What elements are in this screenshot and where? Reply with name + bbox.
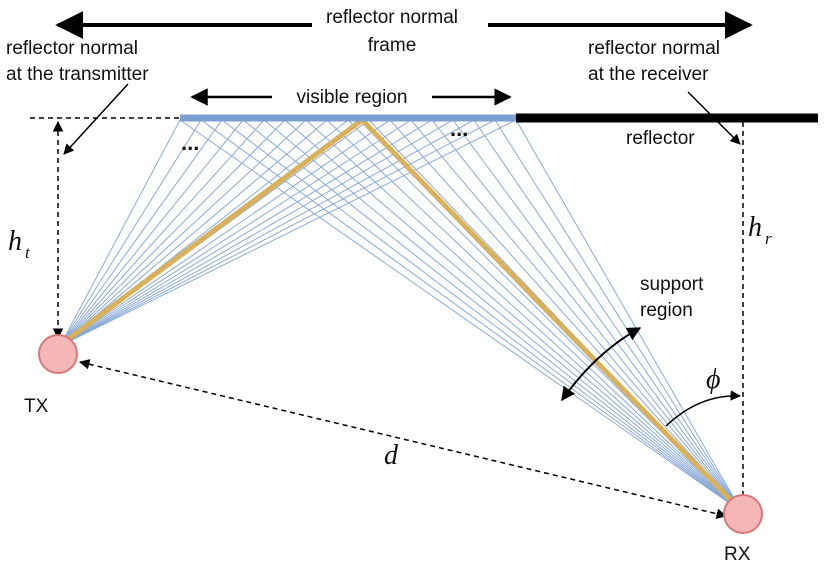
hr-symbol: h: [748, 212, 762, 243]
distance-symbol: d: [384, 440, 399, 471]
incident-ray: [59, 119, 433, 347]
reflector-label: reflector: [626, 128, 695, 149]
support-label-line1: support: [640, 274, 704, 295]
dots-right: ...: [450, 116, 468, 141]
rx-normal-callout-arrow: [687, 91, 741, 145]
rx-node: [723, 494, 763, 534]
visible-region-label: visible region: [297, 87, 408, 108]
tx-normal-callout-arrow: [63, 83, 129, 155]
tx-normal-label-line2: at the transmitter: [6, 64, 149, 85]
incident-ray: [59, 119, 286, 347]
incident-ray: [59, 119, 496, 347]
ht-subscript: t: [25, 243, 31, 262]
reflected-ray: [494, 119, 743, 513]
incident-ray: [59, 119, 265, 347]
incident-ray: [59, 119, 328, 347]
incident-ray: [59, 119, 223, 347]
dots-left: ...: [181, 130, 199, 155]
ht-symbol: h: [8, 226, 22, 257]
incident-ray: [59, 119, 517, 347]
rx-label: RX: [724, 544, 751, 565]
incident-ray: [59, 119, 181, 347]
tx-node: [38, 334, 78, 374]
rx-normal-label-line2: at the receiver: [588, 64, 709, 85]
tx-normal-label-line1: reflector normal: [6, 38, 138, 59]
frame-label-line2: frame: [368, 35, 417, 56]
hr-subscript: r: [765, 229, 772, 248]
tx-label: TX: [24, 396, 49, 417]
distance-arrow: [78, 359, 728, 519]
rx-normal-label-line1: reflector normal: [588, 38, 720, 59]
incident-ray: [59, 119, 202, 347]
support-region-arc: [561, 327, 642, 402]
phi-angle-arc: [665, 390, 742, 427]
phi-symbol: ϕ: [706, 364, 721, 395]
incident-ray: [59, 119, 412, 347]
incident-ray: [59, 119, 475, 347]
incident-ray: [59, 119, 244, 347]
reflected-ray: [431, 119, 743, 513]
support-label-line2: region: [640, 300, 693, 321]
frame-label-line1: reflector normal: [326, 7, 458, 28]
incident-ray: [59, 119, 454, 347]
incident-ray: [59, 119, 307, 347]
incident-ray: [59, 119, 391, 347]
reflected-ray: [452, 119, 743, 513]
